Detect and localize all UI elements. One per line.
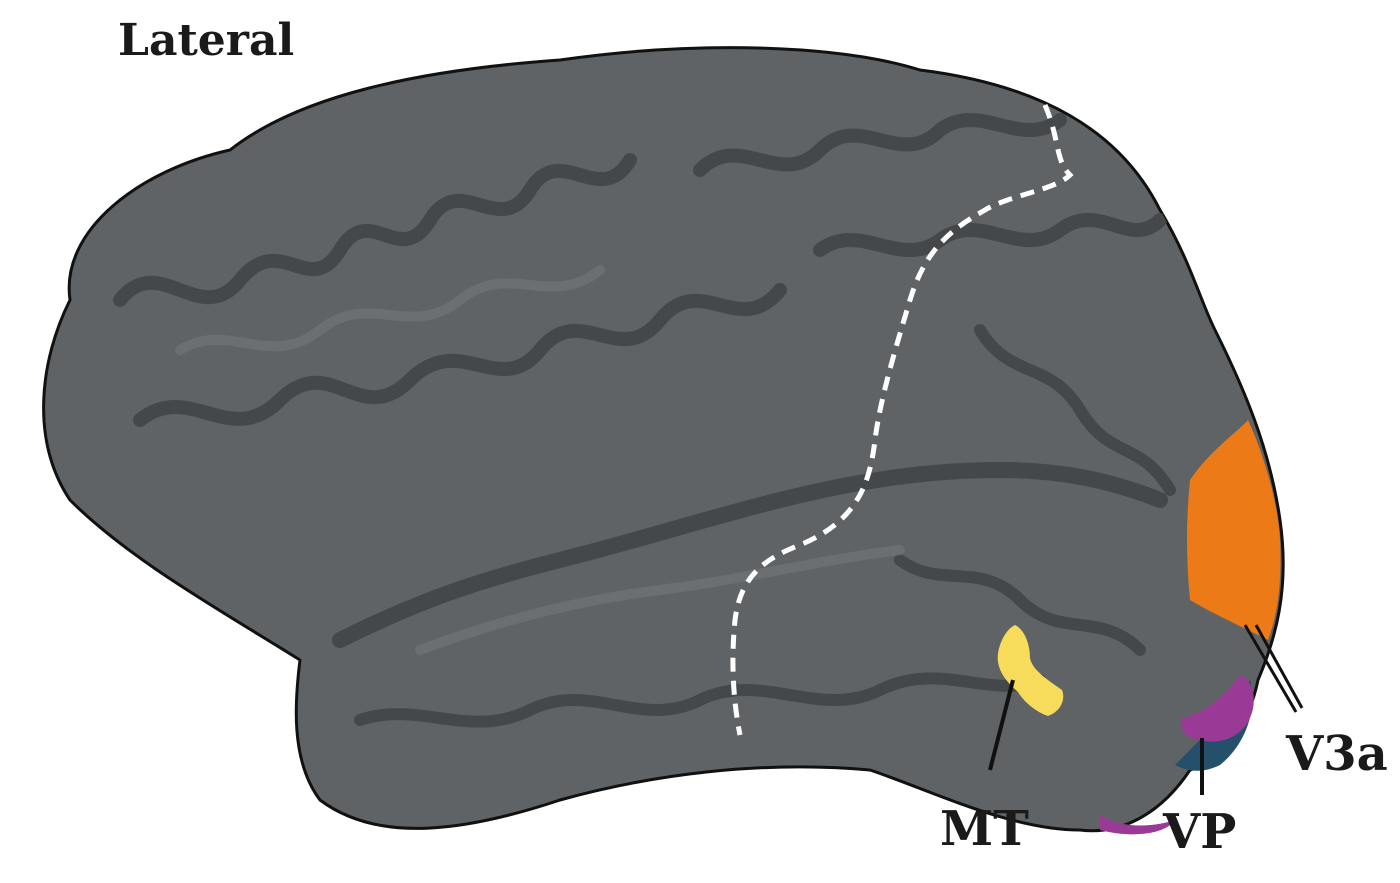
- sulci-pattern: [113, 113, 1176, 728]
- label-v3a: V3a: [1285, 726, 1388, 782]
- region-vp-lower: [1100, 815, 1175, 835]
- leader-line-mt: [988, 679, 1015, 771]
- dashed-boundary-line: [730, 104, 1074, 736]
- label-vp: VP: [1162, 804, 1236, 860]
- region-vp: [1180, 675, 1254, 742]
- label-mt: MT: [940, 801, 1029, 857]
- view-title: Lateral: [118, 15, 294, 66]
- leader-line-v3a-b: [1254, 624, 1304, 709]
- leader-line-v3a-a: [1243, 624, 1298, 713]
- region-v3a: [1187, 420, 1281, 640]
- region-mt: [997, 625, 1064, 716]
